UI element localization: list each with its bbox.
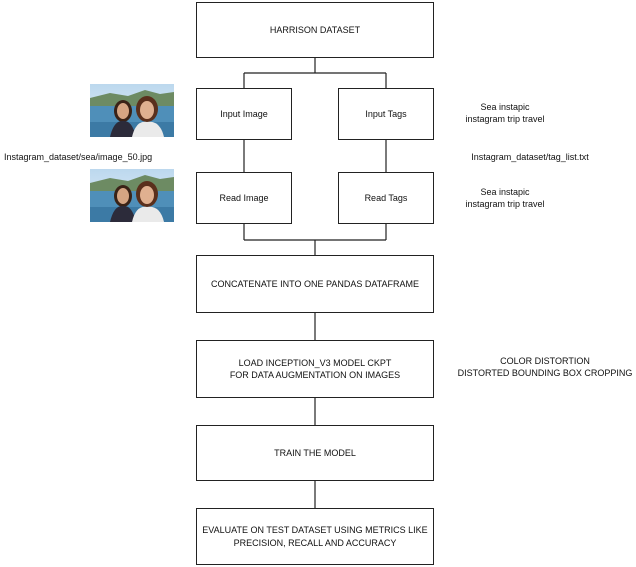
input-tags-label: Input Tags [365,108,407,119]
tag-path-note: Instagram_dataset/tag_list.txt [455,151,605,163]
load-model-label-line2: FOR DATA AUGMENTATION ON IMAGES [229,370,401,380]
augmentation-note-line2: DISTORTED BOUNDING BOX CROPPING [457,368,633,379]
read-image-box: Read Image [196,172,292,224]
evaluate-box: EVALUATE ON TEST DATASET USING METRICS L… [196,508,434,565]
evaluate-label-line1: EVALUATE ON TEST DATASET USING METRICS L… [202,525,428,536]
tag-path-text: Instagram_dataset/tag_list.txt [471,152,589,162]
image-path-note: Instagram_dataset/sea/image_50.jpg [4,151,204,163]
tags-note-top: Sea instapic instagram trip travel [445,101,565,125]
sample-photo-top [90,84,174,137]
image-path-text: Instagram_dataset/sea/image_50.jpg [4,152,153,162]
read-image-label: Read Image [219,192,269,203]
input-tags-box: Input Tags [338,88,434,140]
input-image-label: Input Image [220,108,268,119]
tags-note-bottom: Sea instapic instagram trip travel [445,186,565,210]
read-tags-label: Read Tags [364,192,408,203]
input-image-box: Input Image [196,88,292,140]
train-model-label: TRAIN THE MODEL [274,447,356,458]
tags-note-bottom-line2: instagram trip travel [465,199,545,210]
photo-thumbnail-icon [90,84,174,137]
tags-note-top-line2: instagram trip travel [465,114,545,125]
read-tags-box: Read Tags [338,172,434,224]
harrison-dataset-box: HARRISON DATASET [196,2,434,58]
evaluate-label-line2: PRECISION, RECALL AND ACCURACY [233,537,397,548]
tags-note-top-line1: Sea instapic [480,102,530,112]
concatenate-box: CONCATENATE INTO ONE PANDAS DATAFRAME [196,255,434,313]
harrison-dataset-label: HARRISON DATASET [269,24,361,35]
concatenate-label: CONCATENATE INTO ONE PANDAS DATAFRAME [210,278,420,289]
augmentation-note-line1: COLOR DISTORTION [500,356,590,366]
tags-note-bottom-line1: Sea instapic [480,187,530,197]
augmentation-note: COLOR DISTORTION DISTORTED BOUNDING BOX … [455,355,635,379]
sample-photo-bottom [90,169,174,222]
train-model-box: TRAIN THE MODEL [196,425,434,481]
load-model-box: LOAD INCEPTION_V3 MODEL CKPT FOR DATA AU… [196,340,434,398]
photo-thumbnail-icon [90,169,174,222]
load-model-label-line1: LOAD INCEPTION_V3 MODEL CKPT [238,357,392,368]
